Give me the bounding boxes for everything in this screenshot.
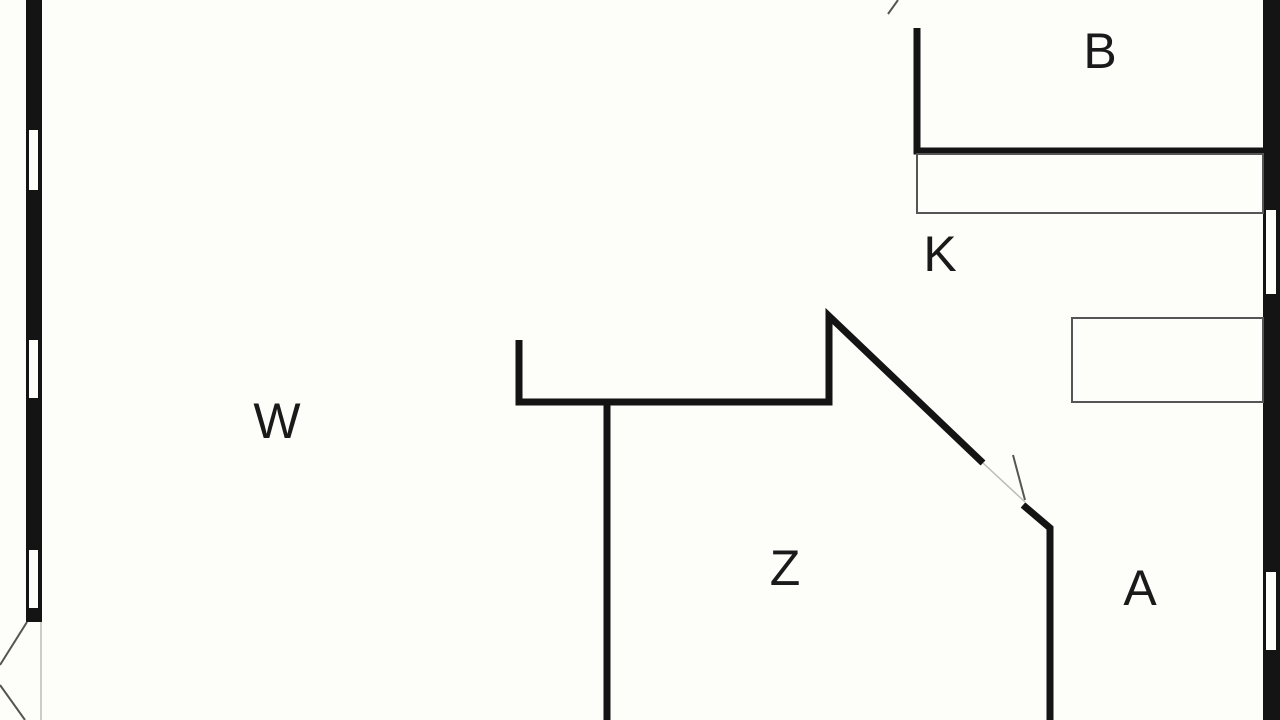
left-window-1	[29, 130, 38, 190]
room-a-wall	[1020, 502, 1054, 720]
right-window-2	[1266, 572, 1276, 650]
right-exterior-wall	[1263, 0, 1280, 720]
left-window-2	[29, 340, 38, 398]
left-window-3	[29, 550, 38, 608]
left-exterior-wall	[26, 0, 42, 622]
room-label-z: Z	[770, 540, 801, 596]
kitchen-counter-top	[916, 153, 1264, 214]
entrance-door-swing-2	[0, 684, 26, 720]
right-window-1	[1266, 210, 1276, 294]
door-leaf-z	[1012, 454, 1026, 501]
door-leaf-b	[887, 0, 899, 15]
bathroom-wall	[913, 28, 1263, 155]
room-label-b: B	[1083, 23, 1116, 79]
kitchen-counter-island	[1071, 317, 1264, 403]
room-label-a: A	[1123, 560, 1157, 616]
entrance-door-swing	[0, 621, 28, 666]
room-label-k: K	[923, 226, 956, 282]
room-z-wall	[515, 307, 986, 466]
room-label-w: W	[253, 393, 301, 449]
door-opening-z	[982, 462, 1026, 503]
